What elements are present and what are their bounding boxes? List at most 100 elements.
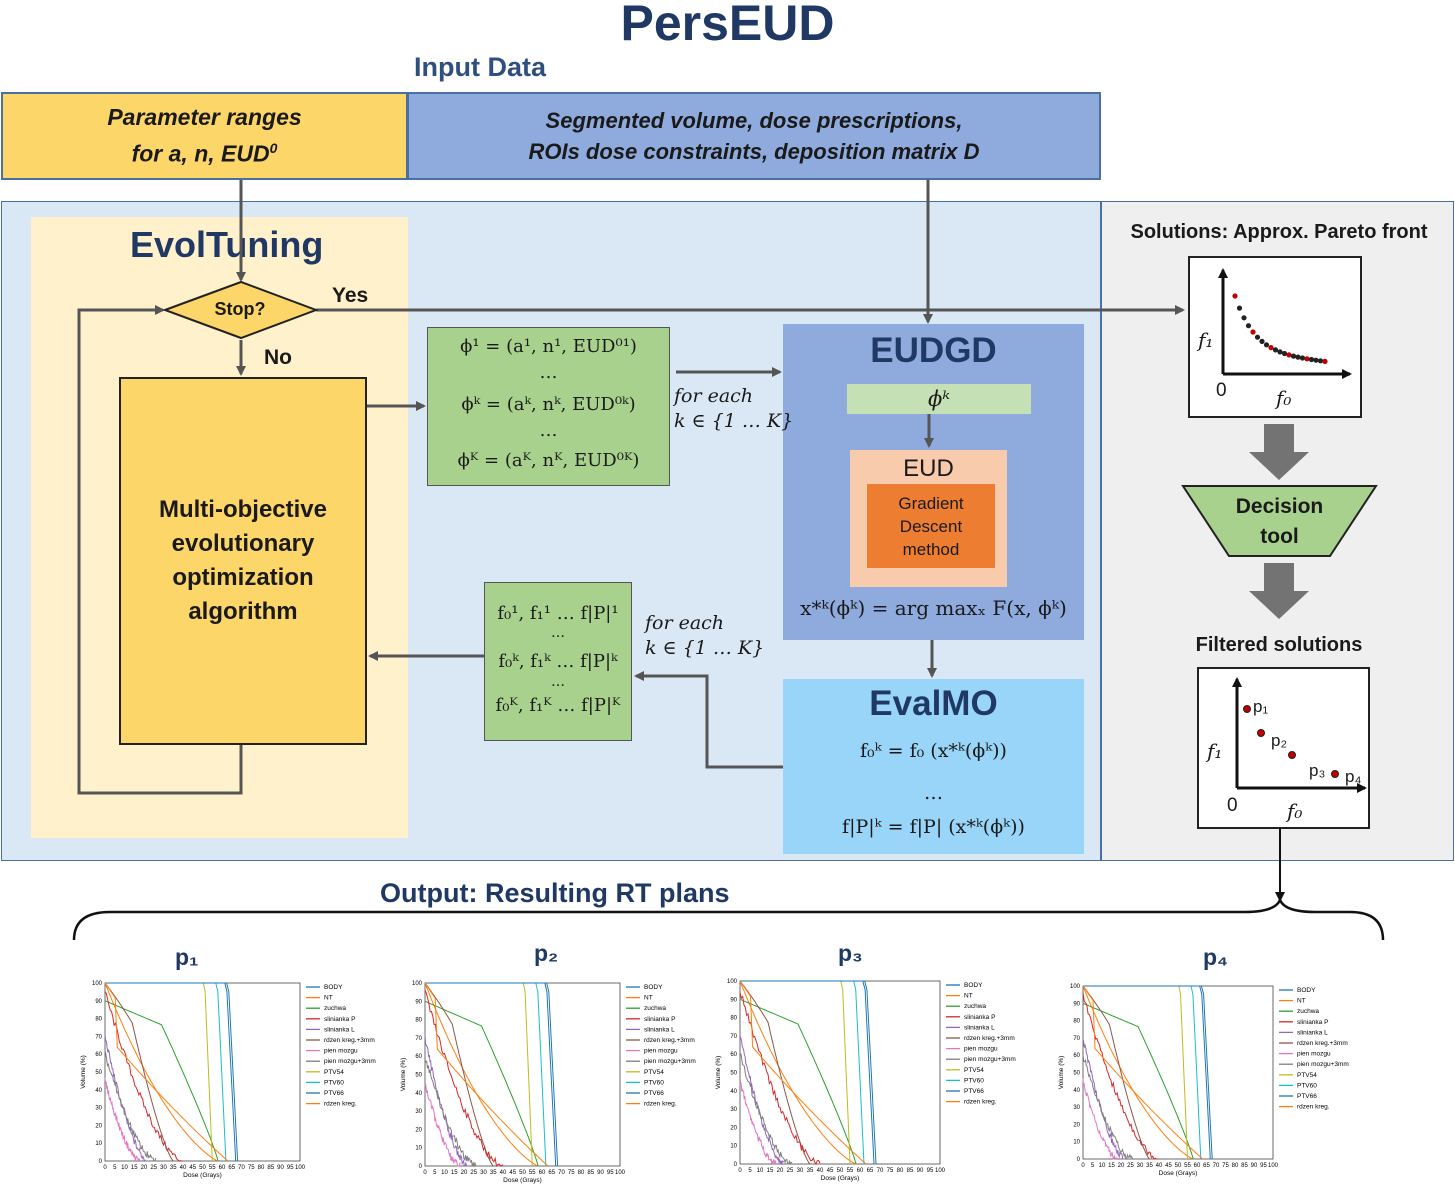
dvh-legend-label: PTV54 xyxy=(644,1069,664,1076)
dvh-legend-label: rdzen kreg. xyxy=(1297,1104,1330,1111)
gd-line: method xyxy=(902,539,960,559)
f-dots: … xyxy=(551,625,565,641)
dvh-legend-label: slinianka L xyxy=(644,1026,675,1033)
dvh-xtick: 95 xyxy=(1260,1163,1267,1169)
phi-line-K: ϕᴷ = (aᴷ, nᴷ, EUD⁰ᴷ) xyxy=(457,450,640,471)
dvh-legend-label: BODY xyxy=(324,984,343,991)
dvh-series-line xyxy=(1082,985,1204,1160)
dvh-xtick: 75 xyxy=(1222,1163,1229,1169)
decision-tool-shape xyxy=(1181,485,1378,557)
decision-tool-label: Decision tool xyxy=(1183,492,1376,552)
stop-label: Stop? xyxy=(214,299,266,319)
dvh-xtick: 20 xyxy=(777,1168,784,1174)
dvh-series-line xyxy=(739,1081,777,1165)
dvh-series-line xyxy=(1082,1002,1194,1160)
dvh-legend-label: pien mozgu xyxy=(1297,1051,1331,1058)
dvh-xtick: 25 xyxy=(470,1170,477,1176)
filtered-y-axis-label: f₁ xyxy=(1207,739,1223,763)
dvh-xtick: 60 xyxy=(1194,1163,1201,1169)
evalmo-formula-fp: f|P|ᵏ = f|P| (x*ᵏ(ϕᵏ)) xyxy=(842,816,1025,838)
pareto-point xyxy=(1304,356,1310,362)
phi-k-box: ϕᵏ xyxy=(847,384,1031,414)
filtered-axes xyxy=(1232,677,1367,793)
dvh-ytick: 30 xyxy=(415,1109,422,1115)
dvh-series-line xyxy=(739,1053,793,1166)
dvh-ylabel: Volume (%) xyxy=(80,1055,87,1089)
dvh-series-line xyxy=(739,980,811,1165)
dvh-xtick: 30 xyxy=(797,1168,804,1174)
dvh-series-line xyxy=(424,1058,477,1168)
dvh-xtick: 60 xyxy=(857,1168,864,1174)
dvh-xtick: 65 xyxy=(228,1165,235,1171)
dvh-ytick: 90 xyxy=(730,997,737,1003)
dvh-xtick: 35 xyxy=(1146,1163,1153,1169)
dvh-ytick: 80 xyxy=(95,1017,102,1023)
gd-line: Gradient xyxy=(898,493,964,513)
dvh-legend-label: PTV60 xyxy=(1297,1082,1317,1089)
dvh-xtick: 30 xyxy=(160,1165,167,1171)
dvh-xtick: 0 xyxy=(1081,1163,1085,1169)
dvh-xtick: 70 xyxy=(1213,1163,1220,1169)
dvh-legend-label: rdzen kreg.+3mm xyxy=(1297,1040,1348,1047)
dvh-xtick: 50 xyxy=(199,1165,206,1171)
filtered-point xyxy=(1257,729,1265,737)
dvh-xtick: 35 xyxy=(807,1168,814,1174)
pareto-point xyxy=(1263,342,1270,348)
dvh-legend-label: NT xyxy=(964,993,973,1000)
filtered-x-axis-label: f₀ xyxy=(1287,799,1303,823)
dvh-xlabel: Dose (Grays) xyxy=(183,1172,222,1179)
dvh-series-line xyxy=(424,989,504,1168)
dvh-xtick: 90 xyxy=(917,1168,924,1174)
dvh-series-line xyxy=(104,982,174,1162)
dvh-xtick: 10 xyxy=(121,1165,128,1171)
decision-line2: tool xyxy=(1260,525,1299,548)
moea-line: Multi-objective xyxy=(158,496,327,523)
dvh-xtick: 0 xyxy=(423,1170,427,1176)
param-line1: Parameter ranges xyxy=(107,104,302,131)
dvh-series-line xyxy=(425,982,533,1167)
dvh-series-line xyxy=(1082,1078,1118,1161)
dvh-ytick: 40 xyxy=(1073,1088,1080,1094)
dvh-ytick: 10 xyxy=(95,1141,102,1147)
dvh-xtick: 80 xyxy=(258,1165,265,1171)
pareto-point xyxy=(1299,355,1306,361)
dvh-ytick: 0 xyxy=(1077,1157,1081,1163)
seg-line1: Segmented volume, dose prescriptions, xyxy=(545,108,963,133)
dvh-series-line xyxy=(739,998,857,1165)
dvh-legend-label: rdzen kreg. xyxy=(324,1101,357,1108)
dvh-ylabel: Volume (%) xyxy=(715,1056,722,1090)
dvh-ytick: 50 xyxy=(95,1070,102,1076)
dvh-series-line xyxy=(105,982,237,1162)
dvh-xtick: 70 xyxy=(877,1168,884,1174)
pareto-x-axis-label: f₀ xyxy=(1276,386,1292,410)
dvh-xtick: 25 xyxy=(150,1165,157,1171)
dvh-xtick: 90 xyxy=(1251,1163,1258,1169)
pareto-point xyxy=(1259,338,1265,344)
filtered-point xyxy=(1243,705,1251,713)
dvh-series-line xyxy=(424,1083,461,1167)
dvh-legend-label: PTV66 xyxy=(644,1090,664,1097)
dvh-series-line xyxy=(104,991,183,1162)
dvh-xtick: 95 xyxy=(287,1165,294,1171)
dvh-legend-label: PTV54 xyxy=(964,1067,984,1074)
dvh-legend-label: PTV54 xyxy=(324,1069,344,1076)
dvh-series-line xyxy=(739,980,857,1165)
output-brace xyxy=(72,896,1385,941)
dvh-legend-label: NT xyxy=(1297,998,1306,1005)
dvh-xtick: 55 xyxy=(529,1170,536,1176)
dvh-xtick: 80 xyxy=(897,1168,904,1174)
f-dots: … xyxy=(551,674,565,690)
dvh-ytick: 50 xyxy=(730,1071,737,1077)
dvh-ytick: 40 xyxy=(415,1091,422,1097)
dvh-legend-label: zuchwa xyxy=(1297,1008,1319,1015)
dvh-ytick: 30 xyxy=(1073,1105,1080,1111)
phi-params-box: ϕ¹ = (a¹, n¹, EUD⁰¹) … ϕᵏ = (aᵏ, nᵏ, EUD… xyxy=(427,327,670,486)
dvh-series-line xyxy=(104,1078,141,1162)
dvh-xtick: 0 xyxy=(103,1165,107,1171)
moea-line: algorithm xyxy=(188,598,298,625)
pareto-point xyxy=(1232,293,1238,299)
for-each-line: for each xyxy=(645,612,725,634)
dvh-legend-label: BODY xyxy=(964,982,983,989)
